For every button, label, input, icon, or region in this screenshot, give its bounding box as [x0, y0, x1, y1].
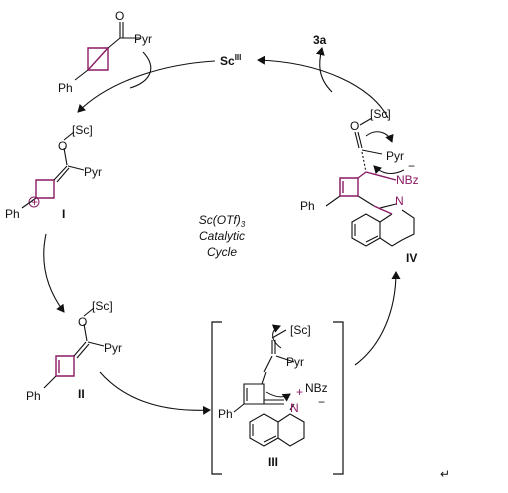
svg-text:Pyr: Pyr [84, 165, 102, 179]
svg-text:N: N [290, 401, 299, 415]
label-I: I [62, 207, 65, 221]
bracket-left [211, 321, 222, 475]
intermediate-I: O [Sc] Pyr Ph + I [5, 123, 102, 221]
bracket-right [333, 321, 344, 475]
label-III: III [268, 455, 278, 469]
svg-text:Pyr: Pyr [134, 32, 152, 46]
svg-text:Pyr: Pyr [104, 341, 122, 355]
intermediate-II: O [Sc] Pyr Ph II [26, 299, 122, 403]
center-text-line3: Cycle [207, 245, 237, 259]
svg-text:Ph: Ph [300, 199, 315, 213]
return-symbol: ↵ [440, 467, 450, 481]
label-II: II [78, 387, 85, 401]
svg-text:Pyr: Pyr [386, 149, 404, 163]
intermediate-III: [Sc] Pyr N + NBz − Ph III [211, 321, 344, 475]
svg-text:O: O [115, 9, 124, 23]
label-IV: IV [406, 251, 417, 265]
svg-text:N: N [395, 194, 404, 208]
svg-text:Pyr: Pyr [286, 355, 304, 369]
svg-text:Ph: Ph [218, 407, 233, 421]
arrow-catalyst-to-I [77, 60, 216, 113]
svg-text:[Sc]: [Sc] [72, 123, 93, 137]
svg-text:NBz: NBz [396, 173, 419, 187]
arrow-III-to-IV [354, 271, 401, 366]
arrow-product-out [315, 47, 333, 93]
svg-text:O: O [78, 315, 87, 329]
center-text-line1: Sc(OTf)3 [199, 213, 246, 229]
center-text-line2: Catalytic [199, 229, 245, 243]
svg-text:+: + [296, 385, 303, 399]
product-label: 3a [313, 33, 327, 47]
svg-text:O: O [350, 119, 359, 133]
svg-text:NBz: NBz [305, 381, 328, 395]
svg-text:[Sc]: [Sc] [370, 107, 391, 121]
svg-text:Ph: Ph [26, 389, 41, 403]
svg-text:Ph: Ph [5, 207, 20, 221]
svg-text:−: − [318, 395, 325, 409]
svg-text:−: − [408, 159, 415, 173]
arrow-iv-to-catalyst [257, 55, 389, 119]
arrow-I-to-II [43, 233, 65, 313]
svg-text:Ph: Ph [58, 81, 73, 95]
arrow-substrate-in [129, 51, 152, 89]
svg-text:+: + [31, 195, 38, 209]
cycle-labels: ScIII 3a Sc(OTf)3 Catalytic Cycle [199, 33, 327, 259]
arrow-II-to-III [99, 371, 211, 415]
svg-text:[Sc]: [Sc] [92, 299, 113, 313]
svg-text:[Sc]: [Sc] [290, 323, 311, 337]
intermediate-IV: O [Sc] Pyr − N NBz Ph IV [300, 107, 419, 265]
catalyst-label: ScIII [220, 53, 241, 68]
substrate-bicyclobutane: O Pyr Ph [58, 9, 152, 95]
cycle-arrows [43, 47, 401, 415]
svg-text:O: O [58, 139, 67, 153]
